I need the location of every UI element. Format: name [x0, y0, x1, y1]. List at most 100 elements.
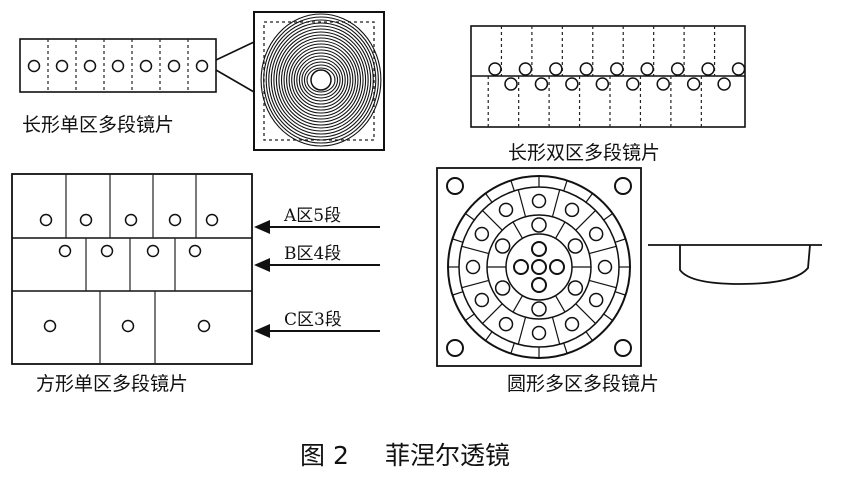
lens-hole: [531, 259, 547, 275]
long-single-zone-label: 长形单区多段镜片: [22, 114, 174, 136]
lens-hole: [79, 213, 93, 227]
segment-divider: [465, 213, 475, 221]
segment-divider: [575, 210, 596, 231]
lens-hole: [167, 59, 181, 73]
lens-hole: [531, 217, 547, 233]
segment-dividers: [448, 176, 630, 358]
lens-hole: [195, 59, 209, 73]
lens-hole: [168, 213, 182, 227]
fresnel-ring: [263, 16, 379, 144]
corner-mount-holes: [446, 177, 632, 357]
fresnel-ring: [301, 61, 341, 99]
segment-divider: [512, 295, 524, 313]
segment-divider: [461, 245, 489, 255]
long-double-zone-lens: [470, 25, 746, 128]
lens-hole: [498, 202, 514, 218]
fresnel-ring: [283, 40, 359, 120]
lens-hole: [686, 77, 701, 91]
lens-side-profile: [648, 244, 822, 285]
focus-center: [310, 69, 332, 91]
segment-divider: [585, 193, 593, 203]
segment-divider: [512, 221, 524, 239]
figure-title: 菲涅尔透镜: [385, 441, 510, 470]
segment-divider: [554, 295, 566, 313]
lens-hole: [567, 280, 584, 296]
lens-hole: [518, 62, 533, 76]
lens-holes: [488, 62, 746, 91]
lens-hole: [111, 59, 125, 73]
lens-hole: [579, 62, 594, 76]
lens-hole: [531, 241, 547, 257]
lens-hole: [640, 62, 654, 76]
lens-hole: [564, 202, 580, 218]
lens-hole: [531, 301, 547, 317]
lens-hole: [565, 77, 579, 91]
segment-divider: [554, 221, 566, 239]
zone-arrow-b: [254, 258, 380, 272]
lens-hole: [549, 259, 565, 275]
lens-hole: [43, 319, 57, 333]
lens-hole: [121, 319, 135, 333]
lens-hole: [731, 62, 746, 76]
lens-hole: [27, 59, 41, 73]
fresnel-ring: [288, 46, 354, 114]
fresnel-ring: [291, 49, 351, 111]
segment-divider: [589, 245, 617, 255]
lens-hole: [610, 62, 624, 76]
fresnel-ring: [280, 37, 362, 123]
figure-number: 图 2: [300, 441, 349, 470]
lens-hole: [588, 292, 604, 308]
segment-divider: [603, 313, 613, 321]
lens-hole: [494, 238, 511, 254]
segment-divider: [517, 189, 527, 217]
long-double-zone-label: 长形双区多段镜片: [508, 142, 660, 164]
lens-hole: [531, 325, 547, 341]
fresnel-rings: [260, 13, 382, 147]
magnify-connector: [215, 41, 255, 61]
lens-hole: [39, 213, 53, 227]
zone-b-label: B区4段: [284, 244, 341, 264]
segment-divider: [551, 189, 561, 217]
segment-divider: [614, 238, 626, 243]
segment-divider: [589, 279, 617, 289]
fresnel-ring: [278, 34, 364, 126]
lens-hole: [534, 77, 549, 91]
fresnel-segment-detail: [253, 11, 385, 151]
fresnel-ring: [273, 28, 369, 132]
segment-divider: [614, 291, 626, 296]
fresnel-ring: [296, 55, 346, 105]
lens-hole: [197, 319, 211, 333]
lens-hole: [588, 226, 604, 242]
fresnel-ring: [270, 25, 372, 135]
segment-divider: [510, 180, 515, 192]
segment-divider: [563, 342, 568, 354]
segment-divider: [585, 331, 593, 341]
lens-hole: [146, 244, 160, 258]
segment-divider: [485, 193, 493, 203]
lens-hole: [188, 244, 202, 258]
segment-divider: [482, 210, 503, 231]
lens-hole: [488, 62, 502, 76]
fresnel-ring: [303, 64, 339, 96]
fresnel-ring: [260, 13, 382, 147]
segment-dividers: [487, 26, 716, 127]
lens-hole: [531, 193, 547, 209]
segment-divider: [452, 238, 464, 243]
segment-divider: [461, 279, 489, 289]
square-single-zone-label: 方形单区多段镜片: [36, 373, 188, 395]
lens-hole: [595, 77, 610, 91]
fresnel-ring: [268, 22, 374, 138]
lens-holes: [27, 59, 209, 73]
lens-hole: [494, 280, 511, 296]
lens-hole: [474, 292, 490, 308]
segment-divider: [452, 291, 464, 296]
fresnel-ring: [275, 31, 367, 129]
lens-hole: [474, 226, 490, 242]
segment-divider: [603, 213, 613, 221]
segment-divider: [551, 317, 561, 345]
round-multi-zone-label: 圆形多区多段镜片: [507, 373, 659, 395]
segment-dividers: [65, 174, 197, 364]
segment-divider: [485, 331, 493, 341]
lens-holes: [39, 213, 219, 333]
